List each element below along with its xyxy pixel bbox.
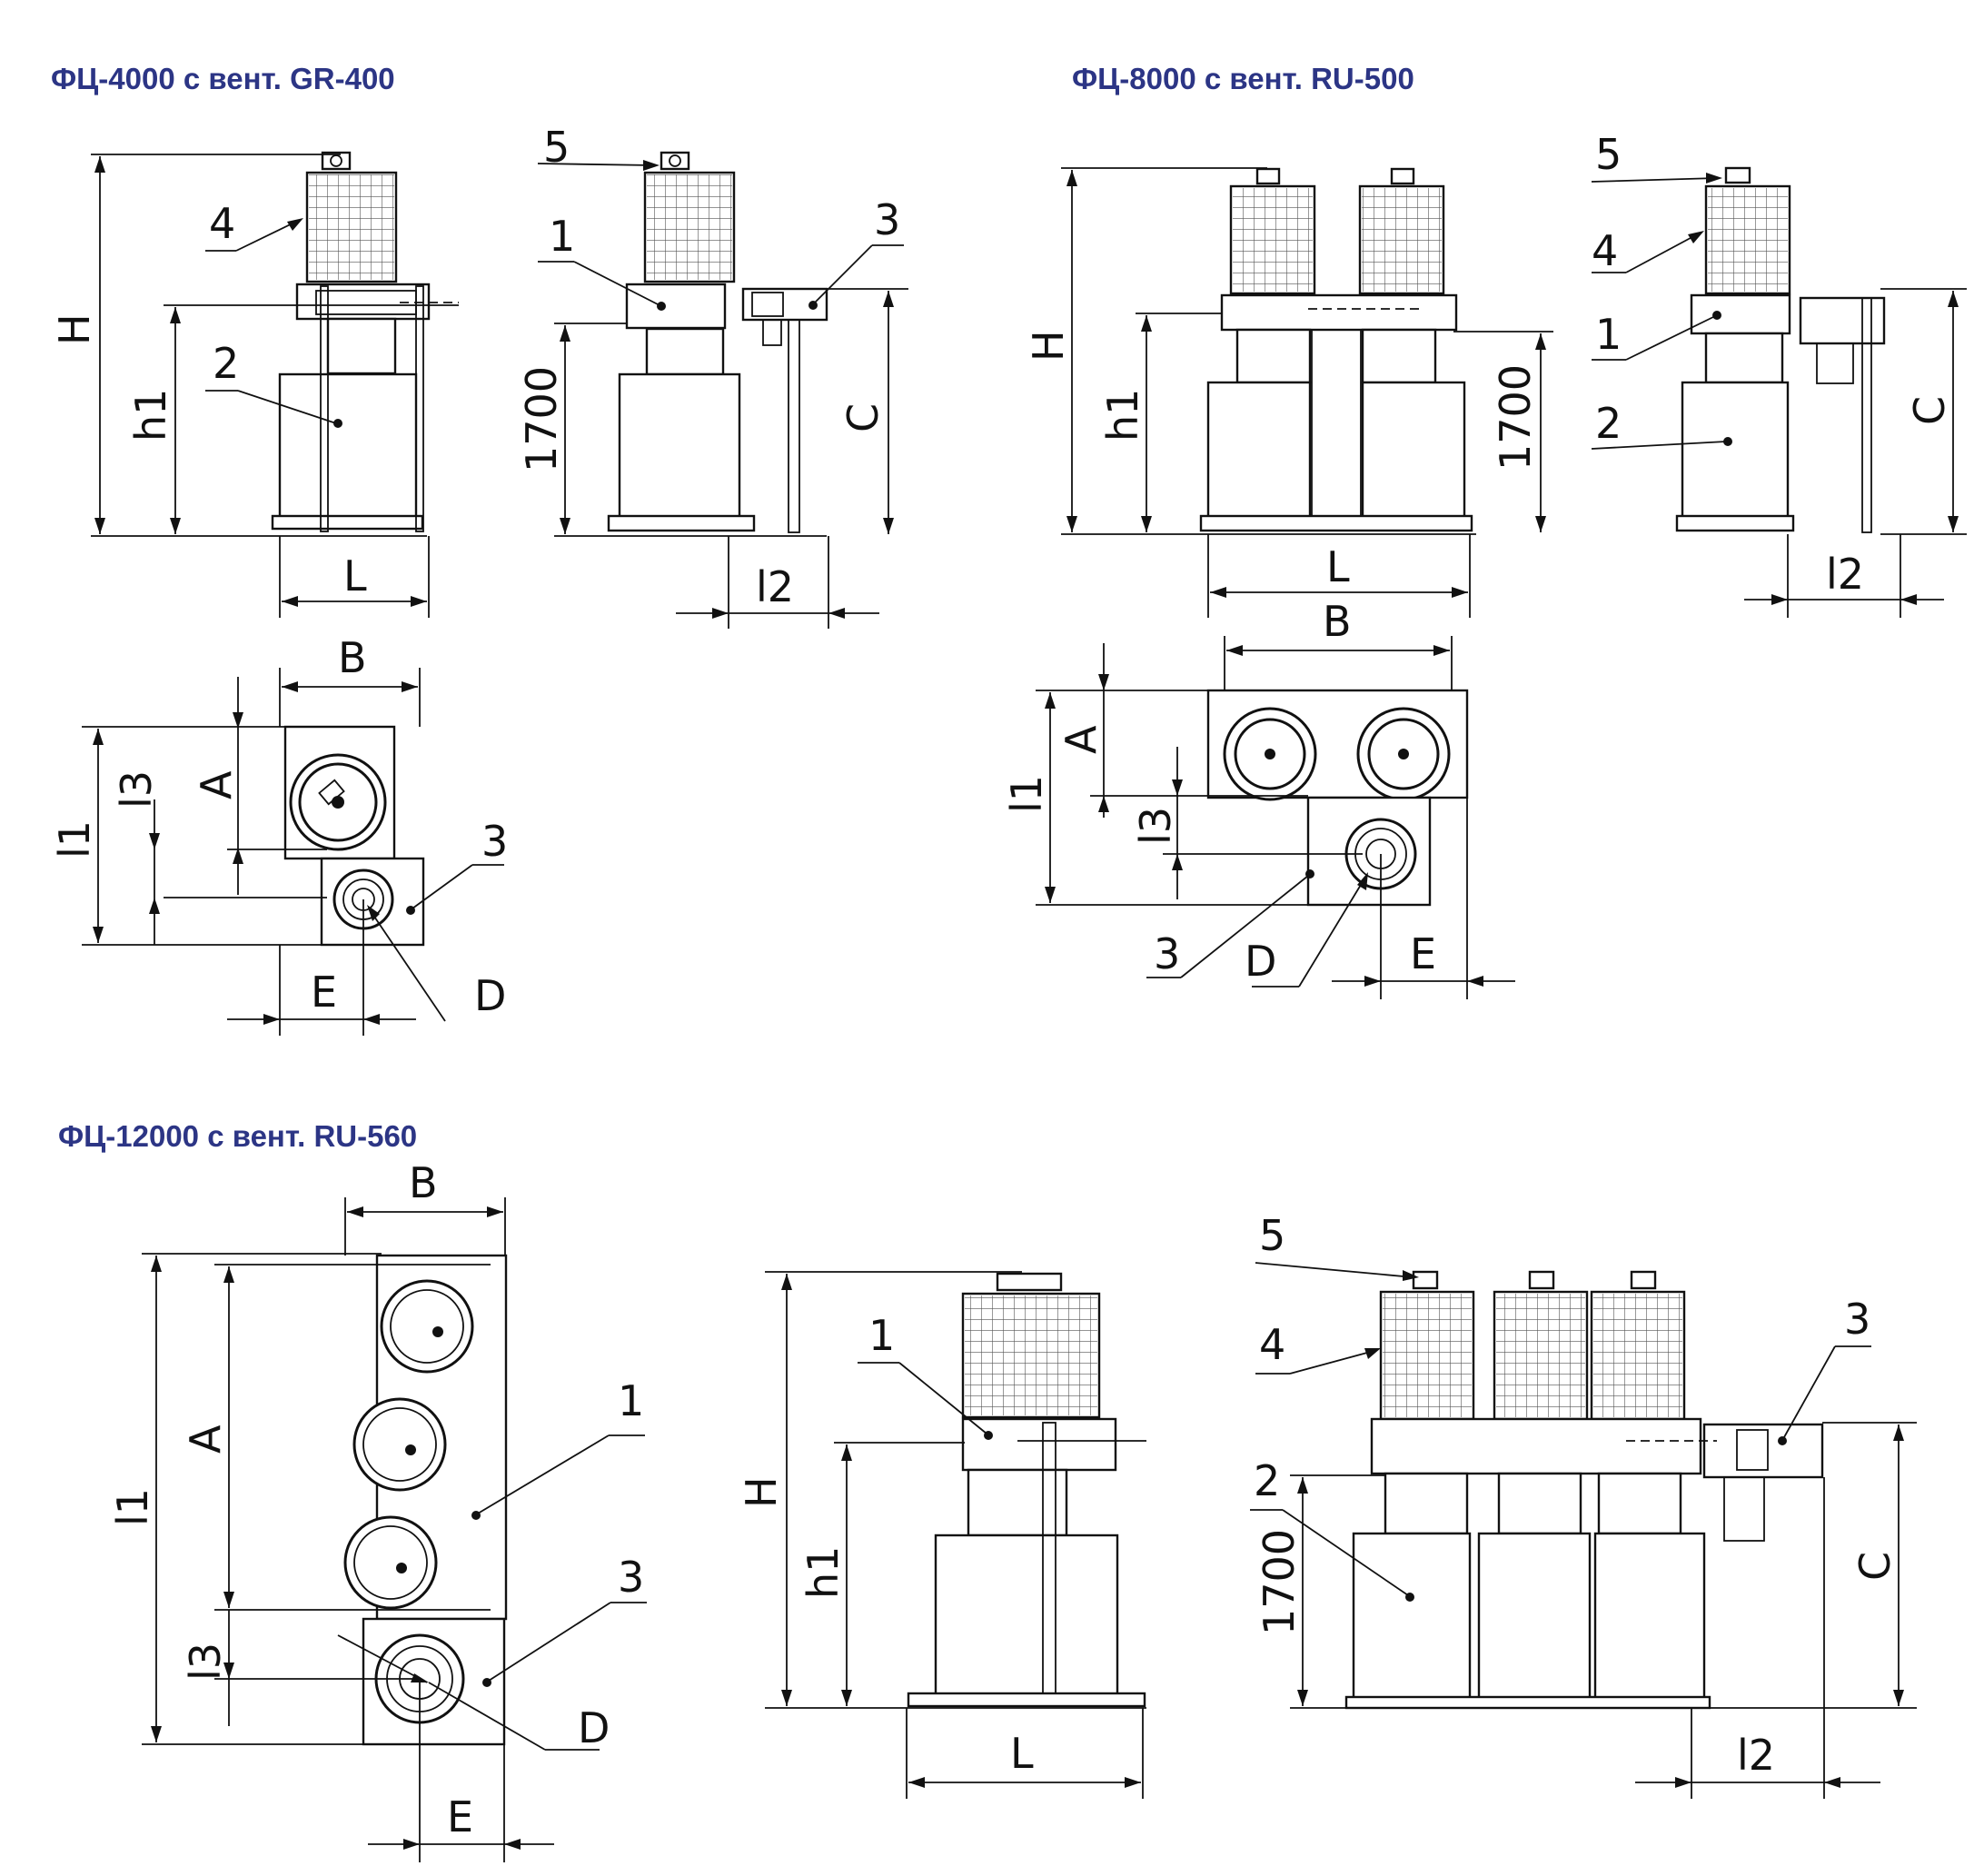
dim-1700-label: 1700 [1491, 364, 1540, 471]
fc8000-front-view: H h1 1700 L [1024, 167, 1553, 618]
dim-L-label: L [1010, 1729, 1034, 1778]
dim-l2-label: l2 [756, 562, 794, 611]
motor-icon [996, 1272, 1063, 1292]
dim-l1-label: l1 [1002, 775, 1051, 813]
motor-icon [1630, 1270, 1657, 1290]
callout-1: 1 [1595, 310, 1622, 359]
dim-D-label: D [1245, 937, 1276, 986]
dim-L-label: L [1326, 542, 1350, 591]
dim-l2-label: l2 [1826, 550, 1864, 599]
dim-H-label: H [737, 1476, 786, 1508]
callout-4: 4 [1592, 226, 1618, 275]
callout-3: 3 [874, 195, 900, 244]
dim-h1-label: h1 [1098, 389, 1147, 442]
callout-3: 3 [1154, 929, 1180, 978]
dim-1700-label: 1700 [517, 366, 566, 472]
dim-C-label: C [1850, 1552, 1900, 1581]
fc12000-plan-view: B l1 A l3 E 1 3 D [108, 1158, 647, 1862]
dust-bin [1352, 1532, 1472, 1701]
title-fc4000: ФЦ-4000 с вент. GR-400 [51, 62, 395, 95]
fc8000-plan-view: B A l1 l3 E 3 D [1002, 597, 1515, 999]
dust-bin [1477, 1532, 1592, 1701]
dim-h1-label: h1 [799, 1546, 848, 1599]
dim-H-label: H [1024, 330, 1073, 362]
dim-B-label: B [1323, 597, 1352, 646]
dim-A-label: A [1056, 725, 1106, 754]
dim-C-label: C [838, 403, 888, 432]
dust-bin [1361, 381, 1466, 521]
callout-5: 5 [1259, 1211, 1285, 1260]
callout-1: 1 [618, 1376, 644, 1425]
callout-3: 3 [481, 817, 508, 866]
dim-B-label: B [409, 1158, 438, 1207]
motor-icon [1724, 166, 1751, 184]
dim-H-label: H [50, 313, 99, 345]
dim-l3-label: l3 [1131, 807, 1180, 845]
motor-icon [1255, 167, 1281, 185]
dim-A-label: A [181, 1424, 230, 1454]
dust-bin [1206, 381, 1312, 521]
fan-housing [961, 1417, 1117, 1472]
fc12000-side-view: 1700 C l2 5 4 2 3 [1250, 1211, 1917, 1799]
callout-4: 4 [209, 199, 235, 248]
dim-l1-label: l1 [50, 820, 99, 859]
motor-icon [1528, 1270, 1555, 1290]
dim-E-label: E [1410, 929, 1436, 978]
title-fc8000: ФЦ-8000 с вент. RU-500 [1072, 62, 1414, 95]
dim-C-label: C [1905, 396, 1954, 425]
callout-5: 5 [1595, 130, 1622, 179]
dust-bin [1593, 1532, 1706, 1701]
dust-bin [1681, 381, 1790, 521]
fan-housing [1370, 1417, 1702, 1475]
fan-housing [625, 283, 727, 330]
callout-3: 3 [618, 1553, 644, 1602]
dim-E-label: E [447, 1792, 473, 1841]
callout-4: 4 [1259, 1320, 1285, 1369]
callout-3: 3 [1844, 1295, 1870, 1344]
fc12000-front-view: H h1 L 1 [737, 1271, 1146, 1799]
callout-1: 1 [868, 1311, 895, 1360]
callout-2: 2 [1595, 399, 1622, 448]
dim-L-label: L [343, 551, 367, 601]
callout-1: 1 [549, 212, 575, 261]
dim-h1-label: h1 [126, 389, 175, 442]
dim-A-label: A [192, 770, 241, 799]
fc4000-side-view: 1700 C l2 5 1 3 [517, 123, 908, 629]
callout-2: 2 [1254, 1456, 1280, 1505]
motor-icon [1412, 1270, 1439, 1290]
fc8000-side-view: C l2 5 4 1 2 [1591, 130, 1967, 618]
dim-l2-label: l2 [1737, 1731, 1775, 1780]
fan-housing [1690, 293, 1791, 335]
dust-bin [278, 372, 418, 521]
dim-D-label: D [474, 971, 506, 1020]
dim-D-label: D [578, 1703, 610, 1752]
dim-E-label: E [311, 968, 337, 1017]
dim-l1-label: l1 [108, 1488, 157, 1526]
title-fc12000: ФЦ-12000 с вент. RU-560 [58, 1119, 417, 1153]
motor-icon [660, 151, 690, 171]
fc4000-front-view: H h1 L 4 2 [50, 151, 459, 618]
motor-icon [1390, 167, 1415, 185]
fan-unit-3 [1799, 296, 1886, 345]
fan-unit-3 [1702, 1423, 1824, 1479]
dim-1700-label: 1700 [1255, 1529, 1304, 1635]
fan-housing [1220, 293, 1458, 332]
dust-bin [618, 372, 741, 521]
fc4000-plan-view: B l1 A l3 E 3 D [50, 633, 508, 1036]
dim-l3-label: l3 [112, 770, 161, 809]
dim-l3-label: l3 [181, 1643, 230, 1681]
motor-icon [321, 151, 352, 171]
dust-bin [934, 1534, 1119, 1701]
dim-B-label: B [338, 633, 367, 682]
callout-2: 2 [213, 339, 239, 388]
